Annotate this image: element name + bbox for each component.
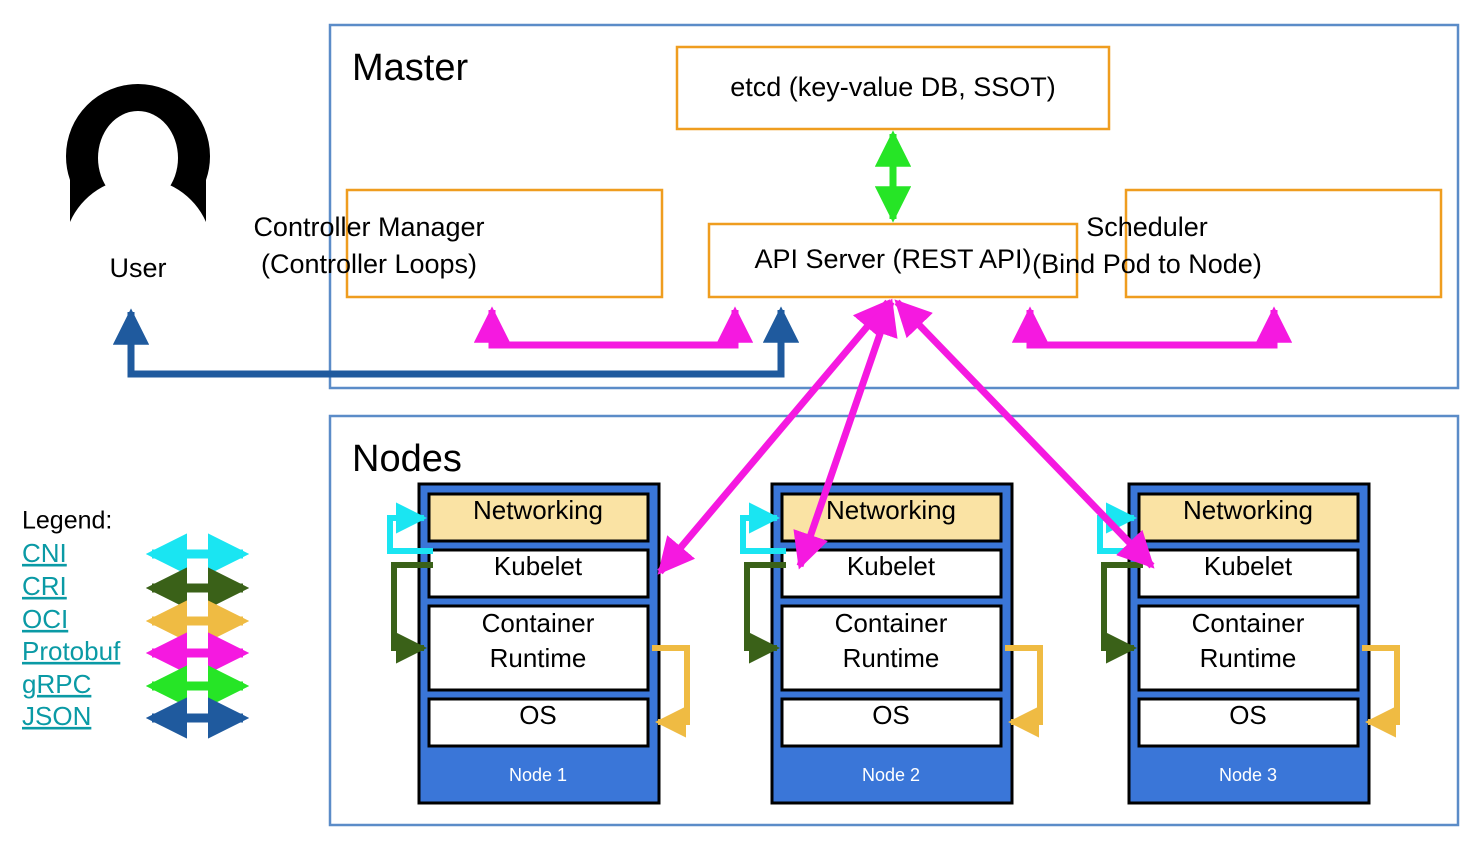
node-3-kubelet-label: Kubelet [1204, 551, 1293, 581]
node-1-networking-box [427, 492, 650, 543]
node-3-container-runtime-label-line1: Container [1192, 608, 1305, 638]
node-1-cri-arrow [391, 562, 433, 664]
legend: Legend: CNI CRI OCI Protobuf gRPC JSON [22, 507, 250, 739]
scheduler-label-line1: Scheduler [1086, 212, 1208, 242]
legend-item-label-cni[interactable]: CNI [22, 538, 67, 568]
legend-item-label-oci[interactable]: OCI [22, 604, 68, 634]
node-2-os-label: OS [872, 700, 910, 730]
nodes-title: Nodes [352, 438, 462, 480]
node-2-networking-label: Networking [826, 495, 956, 525]
node-2-kubelet-label: Kubelet [847, 551, 936, 581]
user-caption: User [109, 253, 166, 283]
etcd-label: etcd (key-value DB, SSOT) [730, 72, 1056, 102]
node-1-cni-arrow [387, 502, 433, 554]
api-server-box[interactable]: API Server (REST API) [707, 222, 1079, 299]
node-1-kubelet-box [427, 548, 650, 599]
node-1-container-runtime-box [427, 604, 650, 692]
node-1-kubelet-label: Kubelet [494, 551, 583, 581]
scheduler-box[interactable]: Scheduler (Bind Pod to Node) [1032, 188, 1443, 299]
node-2-container-runtime-label-line1: Container [835, 608, 948, 638]
node-2-oci-arrow [1005, 645, 1043, 738]
node-3[interactable]: Networking Kubelet Container Runtime OS … [1127, 482, 1371, 805]
json-arrow-user-apiserver [112, 306, 800, 378]
node-1-networking-label: Networking [473, 495, 603, 525]
node-1-caption: Node 1 [509, 765, 567, 785]
node-1-os-box [427, 697, 650, 748]
protobuf-arrow-apiserver-node2 [793, 298, 898, 570]
node-2[interactable]: Networking Kubelet Container Runtime OS … [770, 482, 1014, 805]
legend-title: Legend: [22, 507, 112, 535]
node-2-container-runtime-box [780, 604, 1003, 692]
legend-item-label-cri[interactable]: CRI [22, 571, 67, 601]
etcd-box[interactable]: etcd (key-value DB, SSOT) [675, 45, 1111, 131]
node-2-os-box [780, 697, 1003, 748]
protobuf-arrow-scheduler-apiserver [1011, 306, 1293, 349]
node-3-kubelet-box [1137, 548, 1360, 599]
controller-manager-label-line2: (Controller Loops) [261, 249, 477, 279]
node-3-oci-arrow [1362, 645, 1400, 738]
node-3-container-runtime-box [1137, 604, 1360, 692]
controller-manager-box[interactable]: Controller Manager (Controller Loops) [253, 188, 664, 299]
api-server-label: API Server (REST API) [754, 244, 1031, 274]
user-avatar-icon [65, 84, 211, 222]
node-3-networking-label: Networking [1183, 495, 1313, 525]
controller-manager-label-line1: Controller Manager [253, 212, 484, 242]
node-1-container-runtime-label-line1: Container [482, 608, 595, 638]
protobuf-arrow-apiserver-node3 [894, 299, 1155, 569]
node-2-container-runtime-label-line2: Runtime [843, 643, 940, 673]
node-3-container-runtime-label-line2: Runtime [1200, 643, 1297, 673]
master-title: Master [352, 47, 468, 89]
node-2-caption: Node 2 [862, 765, 920, 785]
legend-item-label-protobuf[interactable]: Protobuf [22, 636, 121, 666]
legend-item-label-grpc[interactable]: gRPC [22, 669, 91, 699]
user-group: User [65, 84, 211, 283]
node-3-caption: Node 3 [1219, 765, 1277, 785]
legend-item-label-json[interactable]: JSON [22, 701, 91, 731]
node-3-networking-box [1137, 492, 1360, 543]
node-1-oci-arrow [652, 645, 690, 738]
node-1-os-label: OS [519, 700, 557, 730]
node-3-os-box [1137, 697, 1360, 748]
node-1-container-runtime-label-line2: Runtime [490, 643, 587, 673]
node-1[interactable]: Networking Kubelet Container Runtime OS … [417, 482, 661, 805]
node-3-os-label: OS [1229, 700, 1267, 730]
scheduler-label-line2: (Bind Pod to Node) [1032, 249, 1262, 279]
